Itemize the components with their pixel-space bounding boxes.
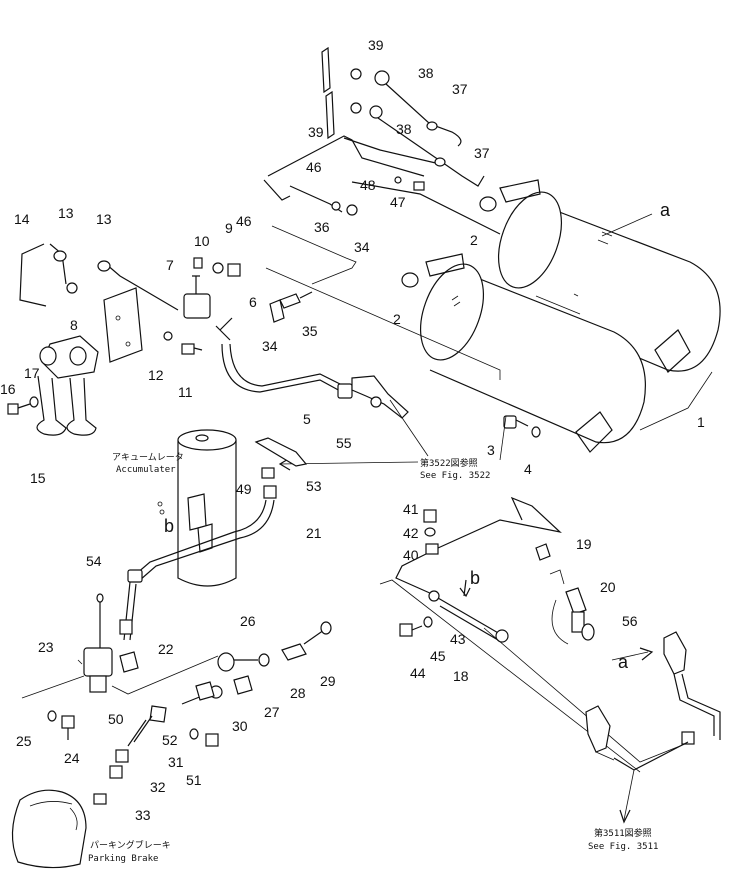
label-7: 7	[166, 257, 174, 273]
brake-valve-7	[183, 257, 409, 419]
label-2b: 2	[393, 311, 401, 327]
leader-a-tank	[601, 213, 653, 237]
label-40: 40	[403, 547, 419, 563]
letter-b-line: b	[470, 568, 480, 588]
label-39a: 39	[368, 37, 384, 53]
label-34b: 34	[262, 338, 278, 354]
label-45: 45	[430, 648, 446, 664]
label-23: 23	[38, 639, 54, 655]
label-10: 10	[194, 233, 210, 249]
label-13a: 13	[58, 205, 74, 221]
label-43: 43	[450, 631, 466, 647]
label-31: 31	[168, 754, 184, 770]
drain-valve-icon	[401, 196, 497, 288]
label-2a: 2	[470, 232, 478, 248]
note-parking-jp: パーキングブレーキ	[90, 839, 171, 851]
note-see3511-jp: 第3511図参照	[594, 827, 652, 839]
top-piping	[263, 46, 501, 380]
label-12: 12	[148, 367, 164, 383]
label-41: 41	[403, 501, 419, 517]
label-1: 1	[697, 414, 705, 430]
front-air-tank	[420, 253, 646, 453]
label-37a: 37	[452, 81, 468, 97]
note-accumulator-jp: アキュームレータ	[112, 452, 184, 463]
label-46b: 46	[236, 213, 252, 229]
label-38b: 38	[396, 121, 412, 137]
reference-letters: a a b b	[164, 200, 671, 672]
label-30: 30	[232, 718, 248, 734]
label-27: 27	[264, 704, 280, 720]
note-see3511-en: See Fig. 3511	[588, 842, 658, 852]
part-number-labels: 1 2 2 3 4 5 6 7 8 9 10 11 12 13 13 14 15…	[0, 37, 705, 823]
letter-b-accumulator: b	[164, 516, 174, 536]
label-18: 18	[453, 668, 469, 684]
label-4: 4	[524, 461, 532, 477]
leader-b-line	[459, 579, 471, 598]
label-3: 3	[487, 442, 495, 458]
label-15: 15	[30, 470, 46, 486]
label-35: 35	[302, 323, 318, 339]
relay-valve-assembly	[7, 243, 203, 436]
label-39b: 39	[308, 124, 324, 140]
label-28: 28	[290, 685, 306, 701]
label-29: 29	[320, 673, 336, 689]
letter-a-hose: a	[618, 652, 629, 672]
accumulator	[157, 429, 237, 587]
lower-right-piping	[379, 496, 721, 824]
label-8: 8	[70, 317, 78, 333]
label-24: 24	[64, 750, 80, 766]
label-46a: 46	[306, 159, 322, 175]
label-38a: 38	[418, 65, 434, 81]
label-9: 9	[225, 220, 233, 236]
note-parking-en: Parking Brake	[88, 854, 158, 864]
label-6: 6	[249, 294, 257, 310]
label-56: 56	[622, 613, 638, 629]
label-54: 54	[86, 553, 102, 569]
note-accumulator-en: Accumulater	[116, 465, 176, 475]
label-26: 26	[240, 613, 256, 629]
rear-air-tank	[498, 179, 721, 373]
label-32: 32	[150, 779, 166, 795]
label-34a: 34	[354, 239, 370, 255]
tank-strap-outline	[639, 371, 713, 431]
label-49: 49	[236, 481, 252, 497]
letter-a-tank: a	[660, 200, 671, 220]
parking-brake-chamber	[11, 789, 87, 869]
label-13b: 13	[96, 211, 112, 227]
label-11: 11	[178, 384, 193, 400]
label-55: 55	[336, 435, 352, 451]
label-22: 22	[158, 641, 174, 657]
note-see3522-en: See Fig. 3522	[420, 471, 490, 481]
label-5: 5	[303, 411, 311, 427]
label-53: 53	[306, 478, 322, 494]
annotation-notes: アキュームレータ Accumulater 第3522図参照 See Fig. 3…	[88, 452, 658, 864]
label-52: 52	[162, 732, 178, 748]
label-42: 42	[403, 525, 419, 541]
label-21: 21	[306, 525, 322, 541]
label-20: 20	[600, 579, 616, 595]
lower-left-piping	[21, 437, 332, 805]
label-17: 17	[24, 365, 40, 381]
label-47: 47	[390, 194, 406, 210]
label-36: 36	[314, 219, 330, 235]
label-25: 25	[16, 733, 32, 749]
label-48: 48	[360, 177, 376, 193]
label-33: 33	[135, 807, 151, 823]
label-44: 44	[410, 665, 426, 681]
label-37b: 37	[474, 145, 490, 161]
label-14: 14	[14, 211, 30, 227]
label-50: 50	[108, 711, 124, 727]
bolt-icon	[503, 415, 541, 438]
label-16: 16	[0, 381, 16, 397]
label-51: 51	[186, 772, 202, 788]
note-see3522-jp: 第3522図参照	[420, 457, 478, 469]
label-19: 19	[576, 536, 592, 552]
